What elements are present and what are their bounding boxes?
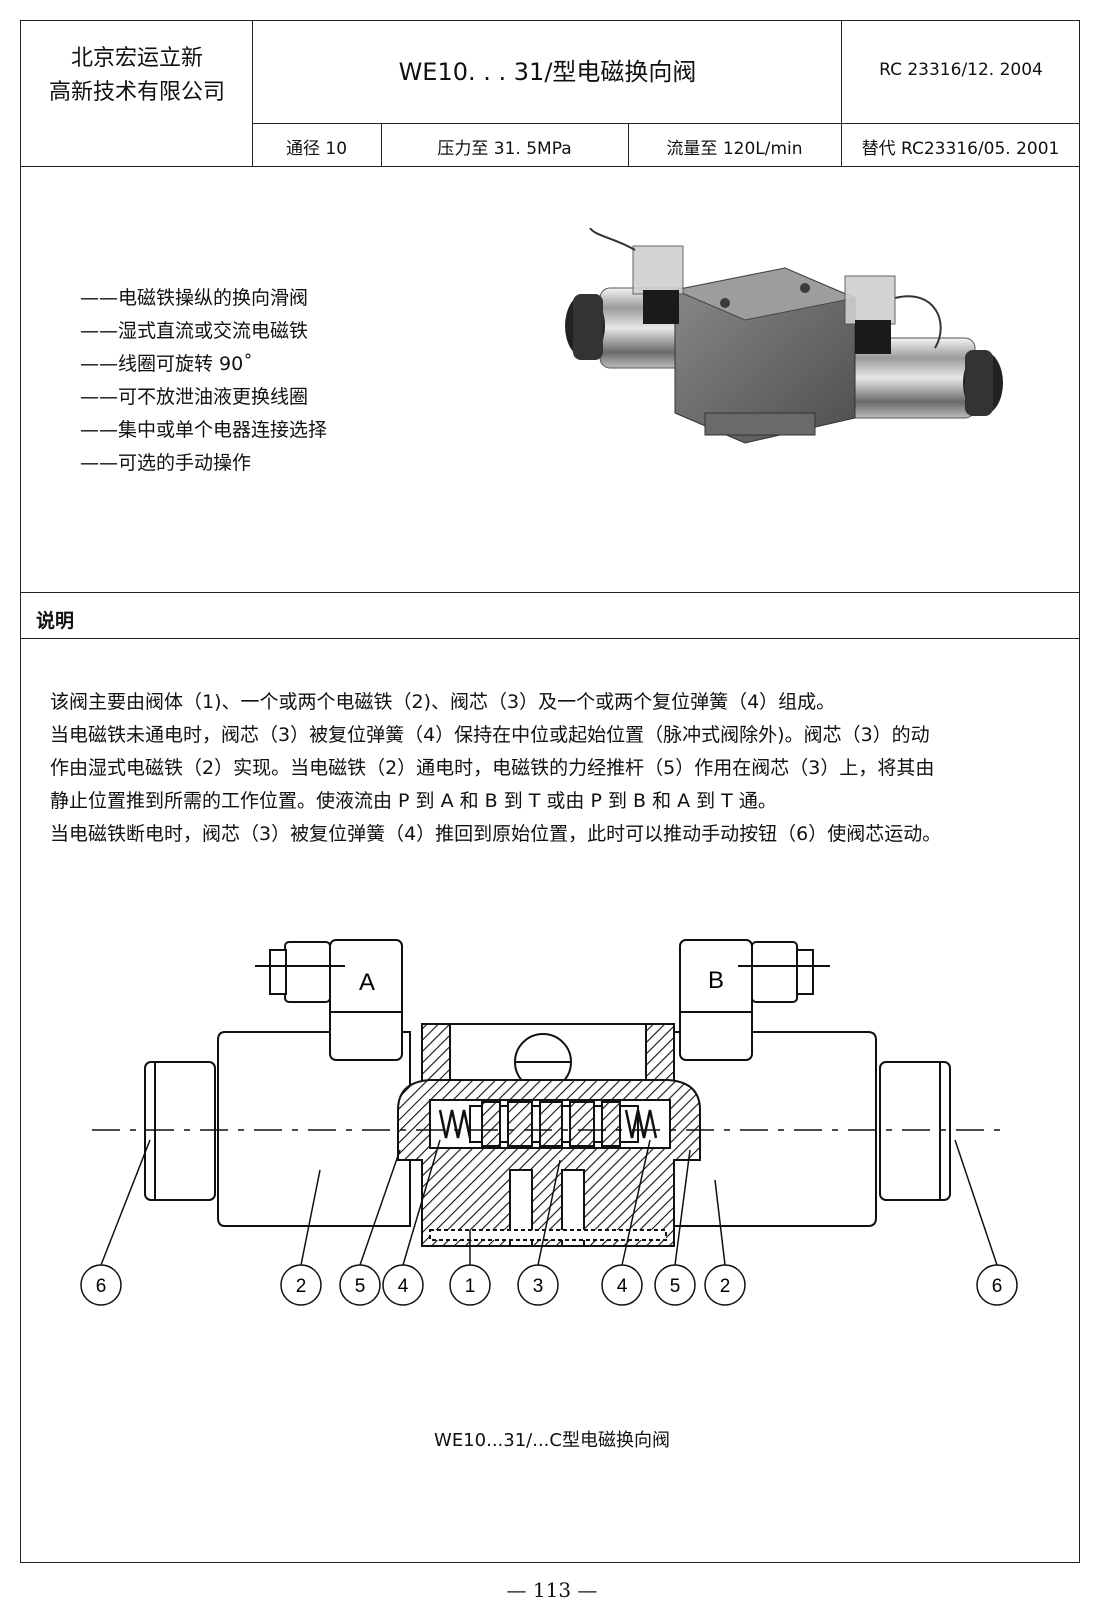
connector-right — [679, 939, 753, 1061]
header-col-line — [628, 123, 629, 166]
callout-label: 5 — [670, 1276, 681, 1297]
description-line: 当电磁铁断电时，阀芯（3）被复位弹簧（4）推回到原始位置，此时可以推动手动按钮（… — [50, 823, 942, 845]
spec-pressure: 压力至 31. 5MPa — [437, 139, 572, 159]
document-number: RC 23316/12. 2004 — [879, 60, 1043, 80]
section-divider — [20, 592, 1080, 593]
callout-label: 3 — [533, 1276, 544, 1297]
callout-label: 1 — [465, 1276, 476, 1297]
callout-label: 6 — [96, 1276, 107, 1297]
valve-photo — [565, 228, 1003, 444]
solenoid-housing-right — [664, 1031, 877, 1227]
feature-list: ——电磁铁操纵的换向滑阀 ——湿式直流或交流电磁铁 ——线圈可旋转 90˚ ——… — [80, 282, 327, 480]
callout-label: 6 — [992, 1276, 1003, 1297]
header-divider-mid — [252, 123, 1080, 124]
description-line: 当电磁铁未通电时，阀芯（3）被复位弹簧（4）保持在中位或起始位置（脉冲式阀除外)… — [50, 724, 930, 746]
section-title: 说明 — [36, 610, 75, 632]
feature-item: ——可选的手动操作 — [80, 452, 252, 474]
company-line-2: 高新技术有限公司 — [48, 80, 225, 105]
section-divider — [20, 638, 1080, 639]
callout-label: 5 — [355, 1276, 366, 1297]
header-col-line — [252, 20, 253, 166]
diagram-caption: WE10...31/...C型电磁换向阀 — [434, 1430, 670, 1451]
solenoid-a-label: A — [359, 969, 375, 996]
solenoid-housing-left — [217, 1031, 411, 1227]
description: 该阀主要由阀体（1)、一个或两个电磁铁（2)、阀芯（3）及一个或两个复位弹簧（4… — [50, 686, 1060, 851]
document-title: WE10. . . 31/型电磁换向阀 — [398, 58, 697, 86]
spec-replaces: 替代 RC23316/05. 2001 — [861, 139, 1060, 159]
solenoid-b-label: B — [708, 967, 724, 994]
page-number: — 113 — — [506, 1578, 598, 1602]
callout-label: 4 — [398, 1276, 409, 1297]
manual-button-left — [144, 1061, 216, 1201]
description-line: 该阀主要由阀体（1)、一个或两个电磁铁（2)、阀芯（3）及一个或两个复位弹簧（4… — [50, 691, 836, 713]
description-line: 作由湿式电磁铁（2）实现。当电磁铁（2）通电时，电磁铁的力经推杆（5）作用在阀芯… — [50, 757, 935, 779]
callout-label: 2 — [296, 1276, 307, 1297]
spec-flow: 流量至 120L/min — [666, 139, 803, 159]
valve-section-diagram: A B 6 2 5 4 1 3 4 5 2 6 — [80, 939, 1018, 1306]
feature-item: ——可不放泄油液更换线圈 — [80, 386, 309, 408]
spring-left — [438, 1109, 472, 1139]
company-line-1: 北京宏运立新 — [70, 46, 203, 71]
description-line: 静止位置推到所需的工作位置。使液流由 P 到 A 和 B 到 T 或由 P 到 … — [50, 790, 777, 812]
connector-left — [329, 939, 403, 1061]
company-name: 北京宏运立新 高新技术有限公司 — [22, 42, 252, 110]
feature-item: ——电磁铁操纵的换向滑阀 — [80, 287, 309, 309]
page-frame — [20, 20, 1080, 1563]
feature-item: ——湿式直流或交流电磁铁 — [80, 320, 309, 342]
manual-button-right — [879, 1061, 951, 1201]
callout-label: 2 — [720, 1276, 731, 1297]
callout-label: 4 — [617, 1276, 628, 1297]
feature-item: ——集中或单个电器连接选择 — [80, 419, 328, 441]
header-col-line — [841, 20, 842, 166]
header-col-line — [381, 123, 382, 166]
header-divider-bottom — [20, 166, 1080, 167]
feature-item: ——线圈可旋转 90˚ — [80, 353, 253, 375]
spring-right — [624, 1109, 658, 1139]
spec-size: 通径 10 — [285, 139, 348, 159]
